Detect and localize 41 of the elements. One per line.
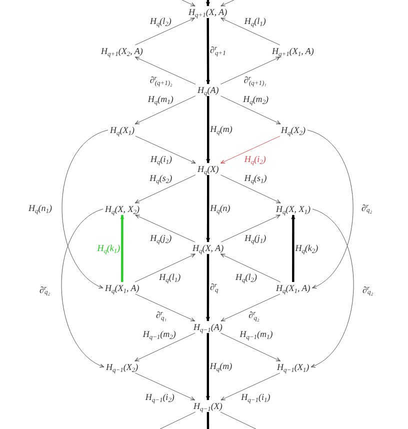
arrow-label: H$_{q}$(m$_{2}$): [242, 94, 270, 105]
arrow-label: H$_{q}$(l$_{2}$): [148, 16, 172, 28]
math-expression: H$_{q}$(X, X$_{2}$): [104, 204, 140, 214]
math-expression: H$_{q+1}$(X, A): [188, 6, 228, 18]
math-expression: H$_{q}$(X$_{1}$): [109, 124, 136, 136]
arrow-label: H$_{q}$(m): [208, 361, 234, 372]
arrow-label: H$_{q}$(s$_{1}$): [243, 173, 268, 184]
math-expression: H$_{q}$(X$_{1}$, A): [104, 282, 140, 294]
math-expression: H$_{q+1}$(X$_{2}$, A): [100, 46, 144, 56]
arrow-label: H$_{q}$(k$_{1}$): [96, 242, 122, 254]
math-expression: H$_{q}$(X$_{1}$, A): [275, 282, 312, 294]
arrow-label: H$_{q}$(k$_{2}$): [294, 243, 320, 254]
arrow-label: H$_{q}$(n$_{1}$): [28, 202, 53, 214]
connector-line: [220, 412, 256, 429]
math-expression: H$_{q}$(X, A): [192, 242, 225, 254]
arrow-label: H$_{q−1}$(i$_{1}$): [240, 392, 272, 404]
math-expression: H$_{q−1}$(A): [192, 322, 224, 332]
arrow-label: H$_{q}$(j$_{2}$): [149, 232, 173, 244]
math-expression: H$_{q}$(X, X$_{1}$): [275, 204, 312, 214]
arrow-label: H$_{q}$(l$_{1}$): [158, 272, 182, 284]
arrow-label: H$_{q−1}$(m$_{2}$): [142, 329, 177, 340]
arrow-label: H$_{q}$(s$_{2}$): [148, 173, 174, 184]
arrow-label: H$_{q−1}$(i$_{2}$): [144, 392, 176, 404]
math-expression: H$_{q}$(A): [196, 84, 220, 96]
arrow-label: H$_{q}$(m$_{1}$): [146, 94, 174, 105]
arrow-label: H$_{q}$(j$_{1}$): [244, 232, 268, 244]
connector-line: [206, 412, 210, 429]
math-expression: H$_{q−1}$(X): [192, 400, 224, 412]
arrow-label: H$_{q−1}$(m$_{1}$): [238, 329, 274, 340]
arrow-label: H$_{q}$(i$_{2}$): [243, 154, 267, 165]
math-expression: H$_{q−1}$(X$_{1}$): [276, 362, 310, 372]
math-expression: H$_{q+1}$(X$_{1}$, A): [271, 46, 315, 56]
math-expression: H$_{q}$(X$_{2}$): [280, 124, 306, 136]
arrow-label: H$_{q}$(l$_{2}$): [234, 272, 258, 284]
arrow-label: H$_{q}$(l$_{1}$): [243, 16, 267, 28]
arrow-label: H$_{q}$(n): [209, 203, 232, 214]
arrow-label: H$_{q}$(i$_{1}$): [150, 154, 173, 165]
connector-line: [160, 412, 196, 429]
math-expression: H$_{q}$(X): [196, 164, 220, 174]
math-expression: H$_{q−1}$(X$_{2}$): [105, 362, 140, 372]
arrow-label: H$_{q}$(m): [209, 124, 234, 135]
